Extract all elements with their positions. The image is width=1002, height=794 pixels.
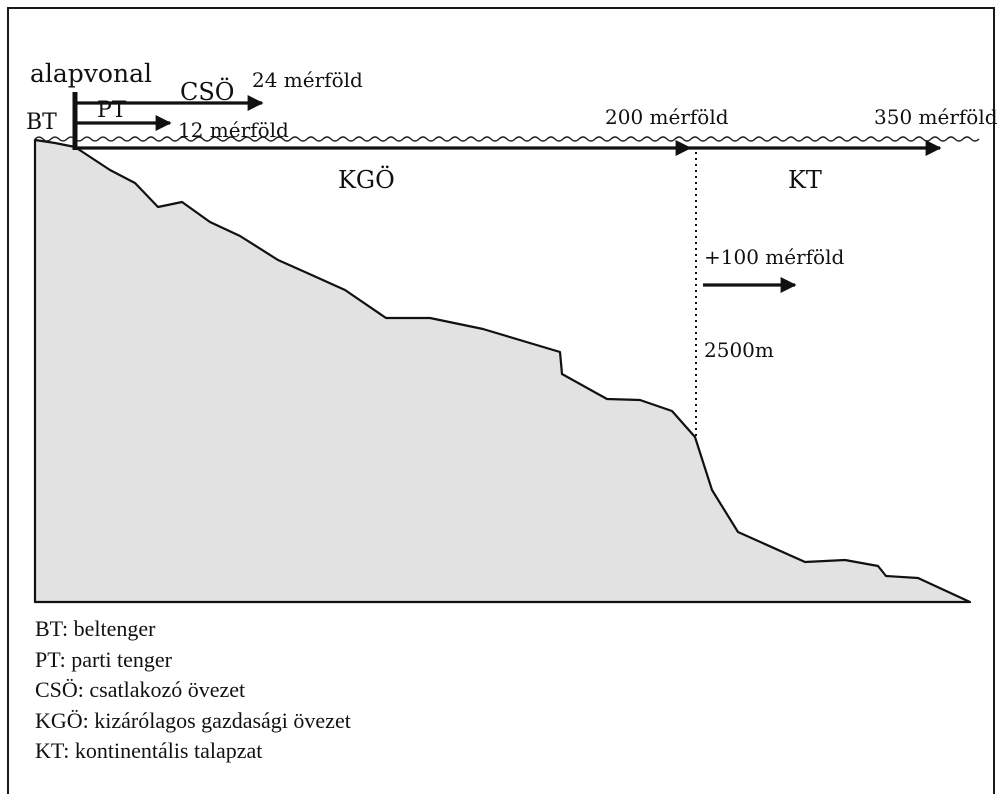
label-bt: BT [26,110,57,135]
label-kgo: KGÖ [338,165,395,194]
label-200-miles: 200 mérföld [605,105,729,129]
label-2500m: 2500m [704,338,774,362]
label-kt: KT [788,166,822,194]
legend-item-pt: PT: parti tenger [35,646,172,672]
label-pt: PT [97,98,127,123]
label-baseline: alapvonal [30,59,152,88]
label-plus-100-miles: +100 mérföld [704,245,844,269]
diagram-frame [7,7,995,794]
legend-item-kt: KT: kontinentális talapzat [35,738,263,763]
label-cso: CSÖ [180,77,234,106]
legend-item-cso: CSÖ: csatlakozó övezet [35,677,246,702]
label-350-miles: 350 mérföld [874,105,998,129]
legend-item-bt: BT: beltenger [35,616,156,641]
sea-surface-waves [34,136,980,142]
legend-item-kgo: KGÖ: kizárólagos gazdasági övezet [35,707,351,733]
seabed-profile [33,138,972,604]
label-24-miles: 24 mérföld [252,68,363,92]
label-12-miles: 12 mérföld [178,118,289,142]
legend: BT: beltenger PT: parti tenger CSÖ: csat… [35,614,351,767]
